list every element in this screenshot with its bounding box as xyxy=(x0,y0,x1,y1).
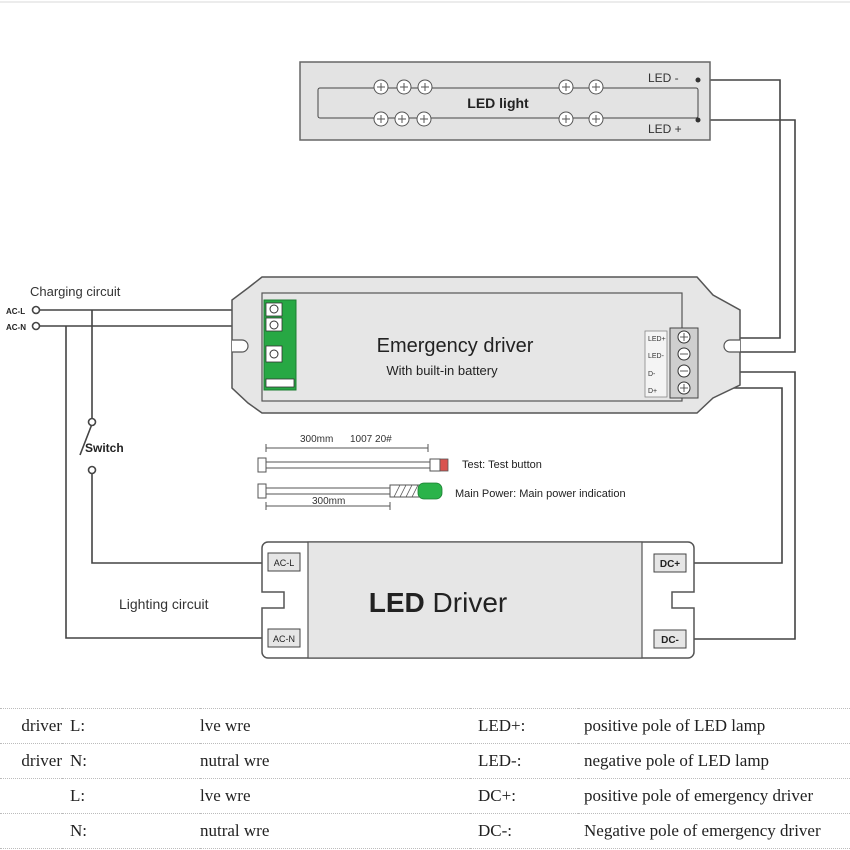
charging-circuit-label: Charging circuit xyxy=(30,284,121,299)
legend-pole-desc: positive pole of emergency driver xyxy=(578,778,850,814)
main-cable-length: 300mm xyxy=(312,496,345,507)
legend-terminal: L: xyxy=(62,708,200,744)
ac-n-input-label: AC-N xyxy=(6,323,26,332)
wiring-diagram: LED light LED - LED + LED+ LED- D- D+ Em… xyxy=(0,1,850,659)
switch-label: Switch xyxy=(85,441,124,455)
legend-terminal-desc: nutral wre xyxy=(200,813,470,849)
led-driver-title: LED Driver xyxy=(369,587,507,618)
emergency-driver-box: LED+ LED- D- D+ Emergency driver With bu… xyxy=(231,276,741,414)
legend-row: driver N: nutral wre LED-: negative pole… xyxy=(0,743,850,779)
led-driver-dc-minus-label: DC- xyxy=(661,635,679,646)
led-driver-ac-n-label: AC-N xyxy=(273,634,295,644)
legend-pole-desc: Negative pole of emergency driver xyxy=(578,813,850,849)
led-light-title: LED light xyxy=(467,95,529,111)
legend-device: driver xyxy=(0,743,62,779)
led-driver-ac-l-label: AC-L xyxy=(274,558,295,568)
emergency-driver-subtitle: With built-in battery xyxy=(386,363,498,378)
legend-terminal-desc: lve wre xyxy=(200,708,470,744)
legend-pole: LED+: xyxy=(470,708,578,744)
terminal-label-d-minus: D- xyxy=(648,371,656,378)
legend-row: driver L: lve wre LED+: positive pole of… xyxy=(0,708,850,744)
led-driver-title-rest: Driver xyxy=(433,587,508,618)
legend-row: L: lve wre DC+: positive pole of emergen… xyxy=(0,778,850,814)
main-power-indicator-icon xyxy=(417,482,443,500)
legend-row: N: nutral wre DC-: Negative pole of emer… xyxy=(0,813,850,849)
led-plus-label: LED + xyxy=(648,122,682,136)
ac-l-input-label: AC-L xyxy=(6,307,25,316)
legend-terminal: N: xyxy=(62,743,200,779)
legend-pole-desc: positive pole of LED lamp xyxy=(578,708,850,744)
test-button-icon xyxy=(439,458,449,472)
test-button-cable: 300mm 1007 20# Test: Test button xyxy=(257,434,542,473)
terminal-label-d-plus: D+ xyxy=(648,388,657,395)
legend-pole-desc: negative pole of LED lamp xyxy=(578,743,850,779)
emergency-driver-title: Emergency driver xyxy=(377,335,534,357)
led-driver-dc-plus-label: DC+ xyxy=(660,559,680,570)
terminal-label-led-plus: LED+ xyxy=(648,336,666,343)
legend-table: driver L: lve wre LED+: positive pole of… xyxy=(0,708,850,849)
legend-terminal-desc: nutral wre xyxy=(200,743,470,779)
legend-terminal: N: xyxy=(62,813,200,849)
legend-device xyxy=(0,778,62,814)
legend-pole: DC+: xyxy=(470,778,578,814)
lighting-circuit-label: Lighting circuit xyxy=(119,596,209,612)
main-power-cable: 300mm Main Power: Main power indication xyxy=(257,482,626,510)
legend-pole: DC-: xyxy=(470,813,578,849)
legend-terminal: L: xyxy=(62,778,200,814)
led-light-panel: LED light LED - LED + xyxy=(299,61,711,141)
wire-junctions xyxy=(31,305,97,475)
test-cable-length: 300mm xyxy=(300,434,333,445)
test-button-label: Test: Test button xyxy=(462,459,542,471)
legend-device xyxy=(0,813,62,849)
test-cable-spec: 1007 20# xyxy=(350,434,392,445)
main-power-label: Main Power: Main power indication xyxy=(455,488,626,500)
legend-device: driver xyxy=(0,708,62,744)
wires xyxy=(38,79,796,640)
led-driver-box: AC-L AC-N DC+ DC- LED Driver xyxy=(261,541,695,659)
legend-pole: LED-: xyxy=(470,743,578,779)
led-driver-title-bold: LED xyxy=(369,587,425,618)
led-minus-label: LED - xyxy=(648,71,679,85)
terminal-label-led-minus: LED- xyxy=(648,353,665,360)
legend-terminal-desc: lve wre xyxy=(200,778,470,814)
